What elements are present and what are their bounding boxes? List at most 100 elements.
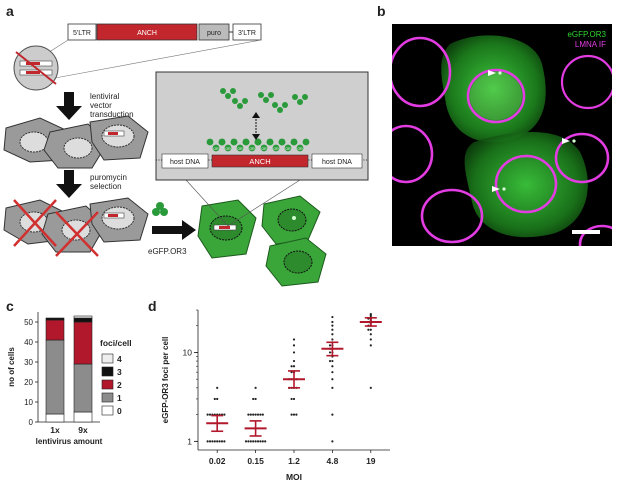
legend-label-4: 4: [117, 354, 122, 364]
data-point: [292, 344, 296, 347]
or3-protein-subunit: [284, 144, 292, 152]
or3-protein-subunit: [266, 138, 274, 146]
inset-anch: ANCH: [249, 157, 270, 166]
data-point: [369, 344, 372, 347]
step1-line1: lentiviral: [90, 92, 120, 101]
or3-label: OR: [225, 147, 231, 151]
y-tick-label: 40: [24, 338, 33, 347]
inset-host-dna-right: host DNA: [322, 159, 352, 166]
bar-segment-2: [45, 319, 65, 341]
step2-line2: selection: [90, 182, 122, 191]
x-tick-label: 4.8: [326, 456, 338, 466]
data-point: [331, 320, 334, 324]
data-point: [331, 378, 334, 381]
free-or3-subunit: [292, 94, 298, 100]
x-axis-label: MOI: [286, 472, 302, 482]
free-or3-subunit: [220, 88, 226, 94]
legend-swatch-2: [101, 379, 114, 390]
y-axis-label: eGFP-OR3 foci per cell: [161, 337, 170, 424]
bar-segment-3: [73, 317, 93, 323]
data-point: [244, 440, 248, 443]
transduced-cells: [3, 115, 149, 169]
free-or3-subunit: [282, 102, 288, 108]
nucleus-ring: [466, 68, 526, 124]
x-tick-label: 0.15: [247, 456, 264, 466]
microscopy-image: eGFP.OR3 LMNA IF: [392, 24, 612, 246]
data-point: [328, 359, 332, 363]
free-or3-subunit: [302, 94, 308, 100]
selection-cells: [3, 197, 149, 257]
data-point: [216, 440, 219, 443]
panel-letter-c: c: [6, 298, 14, 314]
inset-host-dna-left: host DNA: [170, 159, 200, 166]
or3-protein-subunit: [206, 138, 214, 146]
data-point: [216, 386, 219, 389]
data-point: [259, 440, 262, 443]
scale-bar: [572, 230, 600, 234]
legend-egfp: eGFP.OR3: [567, 30, 606, 39]
y-tick-label: 20: [24, 378, 33, 387]
data-point: [254, 386, 257, 389]
data-point: [254, 413, 257, 416]
data-point: [331, 386, 334, 389]
data-point: [292, 397, 296, 401]
data-point: [290, 365, 293, 368]
data-point: [208, 440, 212, 443]
or3-protein-subunit: [302, 138, 310, 146]
bar-segment-0: [45, 413, 65, 423]
data-point: [290, 397, 293, 401]
y-tick-label: 50: [24, 318, 33, 327]
arrow-down-2: [56, 170, 82, 198]
data-point: [216, 397, 219, 401]
data-point: [249, 440, 252, 443]
step2-line1: puromycin: [90, 173, 127, 182]
data-point: [206, 413, 209, 416]
data-point: [292, 365, 296, 368]
or3-label: OR: [213, 147, 219, 151]
panel-letter-a: a: [6, 3, 14, 19]
or3-label: OR: [261, 147, 267, 151]
legend-label-2: 2: [117, 380, 122, 390]
free-or3-subunit: [272, 102, 278, 108]
data-point: [369, 333, 372, 336]
or3-protein-subunit: [236, 144, 244, 152]
data-point: [292, 338, 296, 341]
or3-protein-subunit: [224, 144, 232, 152]
data-point: [331, 324, 334, 327]
data-point: [264, 440, 267, 443]
free-or3-subunit: [277, 107, 283, 113]
or3-protein-subunit: [212, 144, 220, 152]
or3-protein-subunit: [290, 138, 298, 146]
data-point: [256, 413, 260, 416]
legend-swatch-3: [101, 366, 114, 377]
data-point: [261, 440, 264, 443]
y-tick-label: 30: [24, 358, 33, 367]
x-tick-label: 19: [366, 456, 376, 466]
data-point: [328, 351, 332, 354]
data-point: [331, 371, 334, 374]
data-point: [369, 328, 372, 331]
free-or3-subunit: [268, 92, 274, 98]
bar-segment-1: [45, 339, 65, 415]
or3-protein-subunit: [278, 138, 286, 146]
arrow-right: [152, 220, 196, 240]
data-point: [252, 440, 255, 443]
data-point: [331, 359, 334, 363]
or3-label: OR: [249, 147, 255, 151]
step1-line3: transduction: [90, 110, 134, 119]
data-point: [256, 440, 260, 443]
data-point: [220, 440, 224, 443]
lentivirus-particle: [13, 45, 59, 91]
data-point: [259, 413, 262, 416]
legend-label-3: 3: [117, 367, 122, 377]
legend-lmna: LMNA IF: [574, 40, 606, 49]
free-or3-subunit: [263, 97, 269, 103]
or3-label: OR: [273, 147, 279, 151]
free-or3-subunit: [242, 98, 248, 104]
legend-label-1: 1: [117, 393, 122, 403]
or3-protein-subunit: [242, 138, 250, 146]
or3-protein-subunit: [260, 144, 268, 152]
data-point: [211, 440, 214, 443]
